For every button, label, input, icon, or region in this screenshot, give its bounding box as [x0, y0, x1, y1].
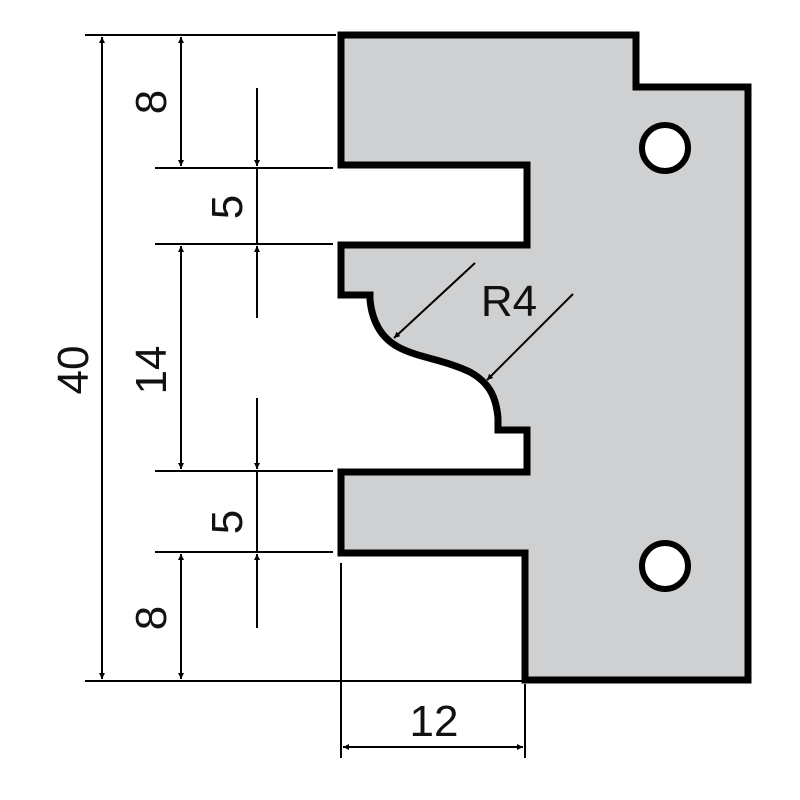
dimension-lines — [99, 37, 574, 750]
mounting-hole-bottom — [639, 540, 691, 592]
label-overall-height: 40 — [49, 346, 98, 395]
dim-radius-leader-1 — [393, 262, 476, 339]
label-slot-depth: 12 — [410, 697, 459, 746]
label-lower-slot: 5 — [203, 510, 252, 534]
label-upper-slot: 5 — [203, 195, 252, 219]
label-profile-height: 14 — [127, 346, 176, 395]
label-radius: R4 — [481, 277, 537, 326]
dim-radius-leader-2 — [486, 293, 574, 381]
label-bottom-band: 8 — [127, 606, 176, 630]
knife-body — [337, 31, 752, 684]
label-top-band: 8 — [127, 90, 176, 114]
mounting-hole-top — [639, 122, 691, 174]
extension-lines — [85, 34, 526, 758]
